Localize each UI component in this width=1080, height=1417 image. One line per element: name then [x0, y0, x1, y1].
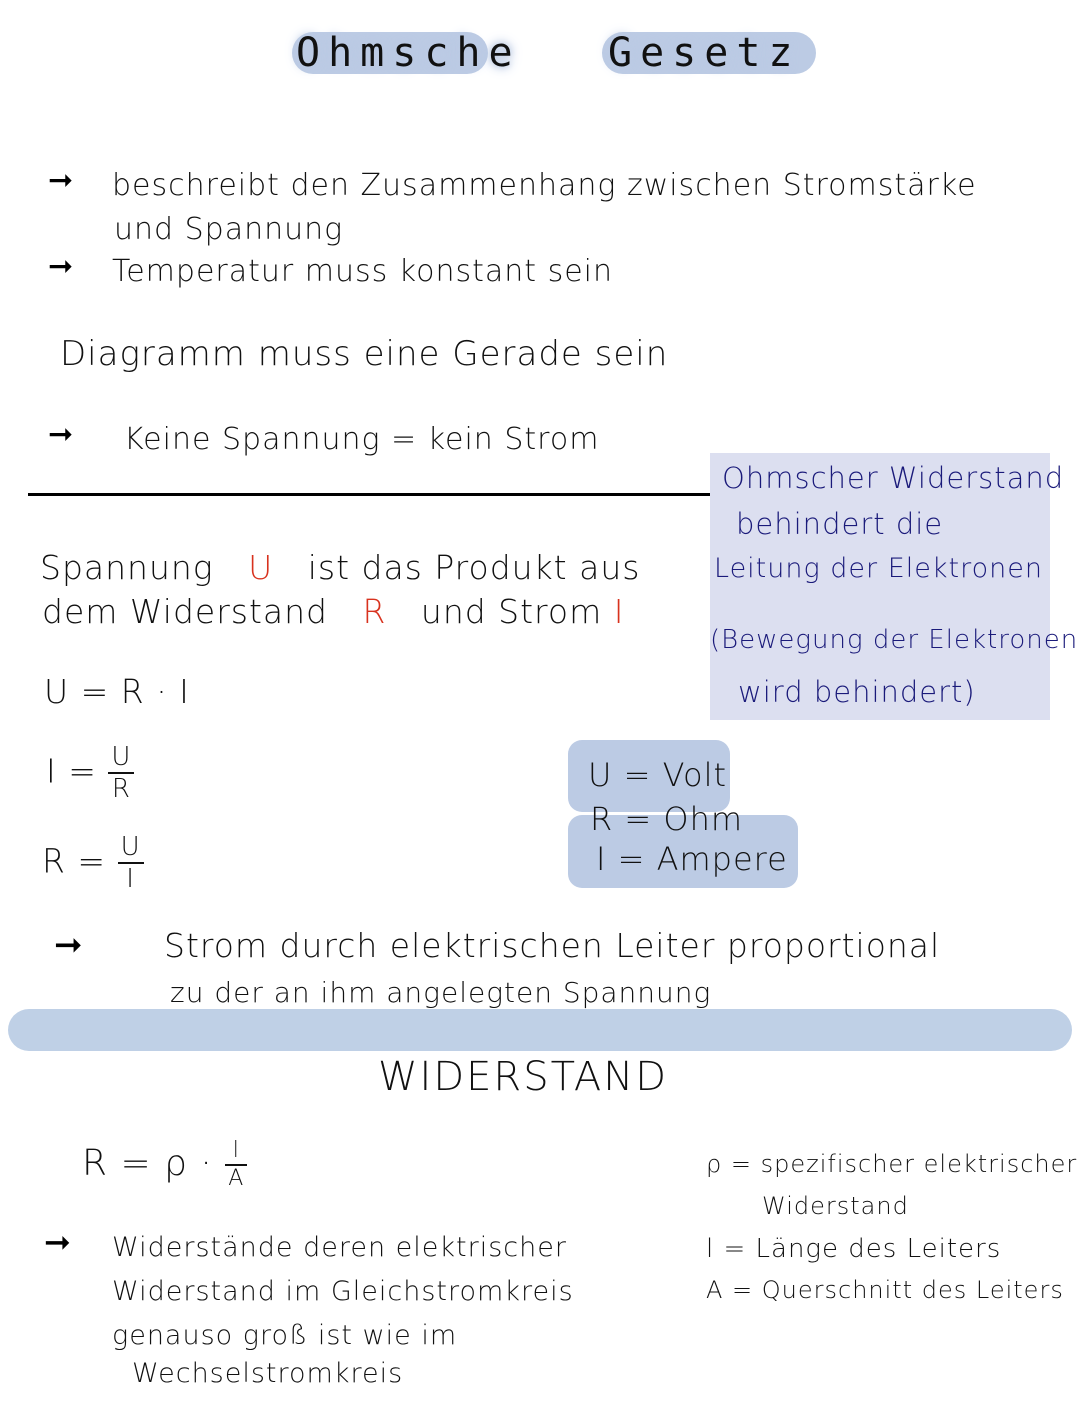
- denominator: R: [111, 774, 131, 804]
- arrow-icon: ➞: [54, 925, 83, 965]
- arrow-icon: ➞: [48, 417, 74, 452]
- variable-u: U: [248, 548, 274, 587]
- formula-i-lhs: I =: [46, 751, 97, 791]
- section-divider: [28, 493, 712, 496]
- formula-r: R = U I: [42, 834, 144, 892]
- side-note-line5: wird behindert): [738, 675, 976, 709]
- numerator: U: [111, 742, 132, 772]
- ohmic-bullet-line3: genauso groß ist wie im: [112, 1320, 458, 1351]
- denominator: I: [126, 864, 135, 894]
- bullet-no-voltage: Keine Spannung = kein Strom: [124, 422, 600, 457]
- product-word-strom: und Strom: [420, 592, 603, 631]
- side-note-line3: Leitung der Elektronen: [714, 553, 1043, 584]
- variable-r: R: [362, 592, 387, 631]
- product-word-spannung: Spannung: [40, 548, 214, 587]
- product-text: ist das Produkt aus: [307, 548, 641, 587]
- product-word-widerstand: dem Widerstand: [42, 592, 328, 631]
- arrow-icon: ➞: [48, 249, 74, 284]
- product-line2: dem Widerstand R und Strom I: [42, 592, 624, 631]
- ohmscher-widerstand-note: Ohmscher Widerstand behindert die Leitun…: [710, 453, 1077, 720]
- fraction-bar: [225, 1164, 248, 1166]
- numerator: l: [232, 1138, 240, 1163]
- page-title-word-2: Gesetz: [608, 30, 801, 76]
- ohmic-bullet-line4: Wechselstromkreis: [132, 1358, 404, 1389]
- units-highlight-top: [568, 740, 730, 812]
- ohmic-bullet-line1: Widerstände deren elektrischer: [112, 1232, 567, 1263]
- formula-resistance-lhs: R = ρ ·: [82, 1143, 213, 1184]
- arrow-icon: ➞: [48, 163, 74, 198]
- legend-cross-section: A = Querschnitt des Leiters: [706, 1276, 1064, 1304]
- denominator: A: [228, 1166, 245, 1191]
- variable-i: I: [613, 592, 625, 631]
- arrow-icon: ➞: [44, 1223, 71, 1261]
- proportional-line1: Strom durch elektrischen Leiter proporti…: [164, 926, 941, 965]
- formula-u: U = R · I: [44, 672, 190, 711]
- product-line1: Spannung U ist das Produkt aus: [40, 548, 640, 587]
- legend-rho-line2: Widerstand: [762, 1192, 909, 1220]
- fraction-bar: [108, 772, 135, 774]
- formula-resistance: R = ρ · l A: [82, 1138, 248, 1191]
- unit-ampere: I = Ampere: [596, 840, 788, 878]
- legend-length: l = Länge des Leiters: [706, 1234, 1002, 1264]
- ohmic-bullet-line2: Widerstand im Gleichstromkreis: [112, 1276, 574, 1307]
- side-note-line2: behindert die: [736, 507, 944, 541]
- fraction-u-over-r: U R: [108, 742, 135, 804]
- fraction-bar: [117, 862, 144, 864]
- bullet-description-line2: und Spannung: [114, 212, 344, 247]
- fraction-u-over-i: U I: [117, 832, 144, 894]
- title-highlight-1: [292, 32, 488, 74]
- numerator: U: [120, 832, 141, 862]
- fraction-l-over-a: l A: [225, 1138, 248, 1191]
- side-note-line4: (Bewegung der Elektronen: [710, 625, 1079, 655]
- legend-rho-line1: ρ = spezifischer elektrischer: [706, 1150, 1078, 1178]
- side-note-line1: Ohmscher Widerstand: [722, 461, 1065, 495]
- unit-ohm: R = Ohm: [590, 800, 744, 838]
- title-highlight-2: [602, 32, 816, 74]
- formula-r-lhs: R =: [42, 841, 107, 881]
- bullet-temperature: Temperatur muss konstant sein: [112, 254, 614, 289]
- diagram-note: Diagramm muss eine Gerade sein: [60, 334, 669, 374]
- proportional-line2: zu der an ihm angelegten Spannung: [170, 976, 712, 1009]
- page-title-word-1: Ohmsche: [296, 30, 521, 76]
- units-highlight-bottom: [568, 815, 798, 888]
- bullet-description-line1: beschreibt den Zusammenhang zwischen Str…: [112, 168, 977, 203]
- section-band-divider: [8, 1009, 1072, 1051]
- unit-volt: U = Volt: [588, 756, 727, 794]
- section-heading-widerstand: WIDERSTAND: [378, 1054, 669, 1100]
- formula-i: I = U R: [46, 742, 135, 804]
